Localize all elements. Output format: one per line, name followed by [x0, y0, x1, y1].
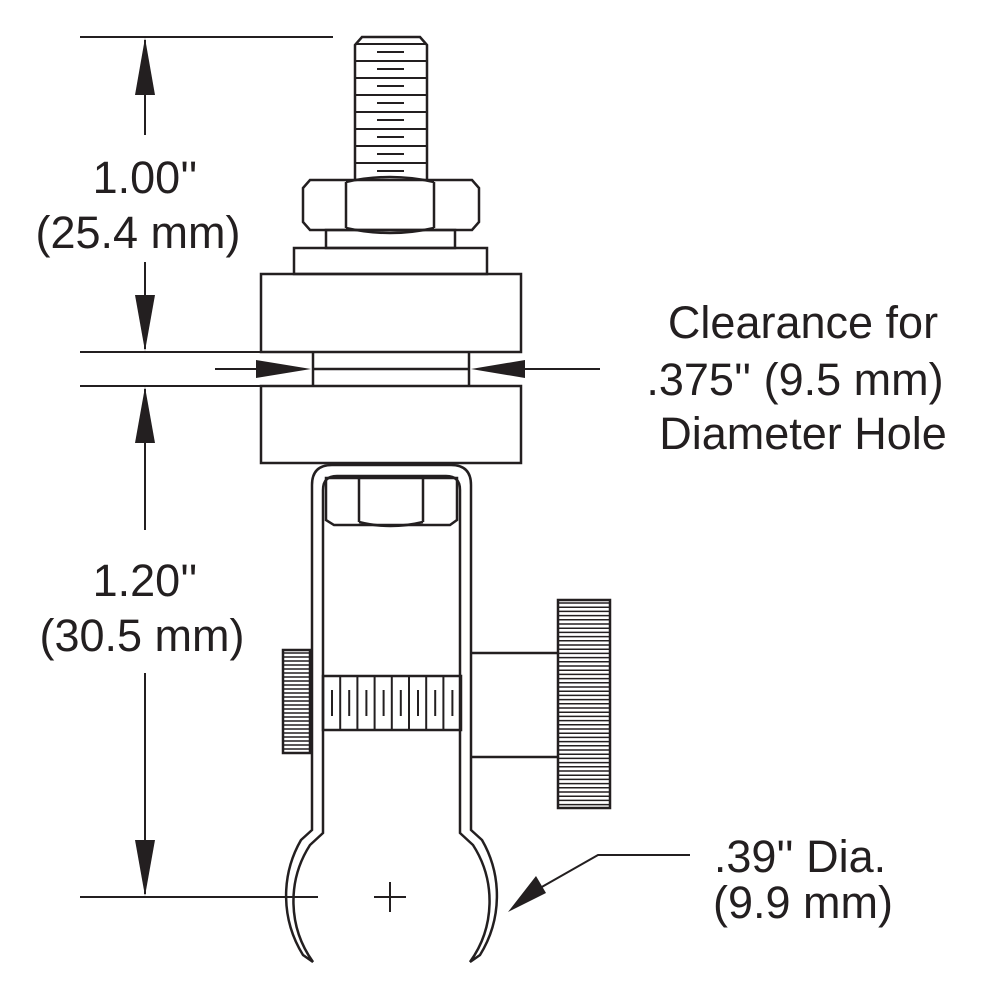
- inner-nut: [324, 476, 459, 528]
- bottom-height-inches: 1.20'': [92, 555, 198, 606]
- right-knob: [471, 598, 612, 810]
- center-crosshair: [374, 882, 406, 912]
- dimension-arrows: [135, 38, 546, 912]
- left-knob: [281, 648, 312, 755]
- spring-clip: [284, 463, 499, 964]
- flange: [292, 246, 489, 276]
- clearance-label-line1: Clearance for: [667, 297, 939, 348]
- hex-nut: [301, 175, 481, 235]
- clearance-label-line3: Diameter Hole: [659, 408, 947, 459]
- bottom-height-mm: (30.5 mm): [39, 610, 245, 661]
- threaded-barrel: [321, 674, 463, 732]
- clip-diameter-mm: (9.9 mm): [713, 877, 893, 928]
- top-height-mm: (25.4 mm): [35, 207, 241, 258]
- panel-gap: [311, 352, 471, 386]
- upper-block: [259, 272, 523, 354]
- clip-diameter-inches: .39'' Dia.: [713, 831, 887, 882]
- clearance-label-line2: .375'' (9.5 mm): [646, 354, 944, 405]
- lower-block: [259, 384, 523, 465]
- top-height-inches: 1.00'': [92, 152, 198, 203]
- threaded-stud: [353, 35, 429, 180]
